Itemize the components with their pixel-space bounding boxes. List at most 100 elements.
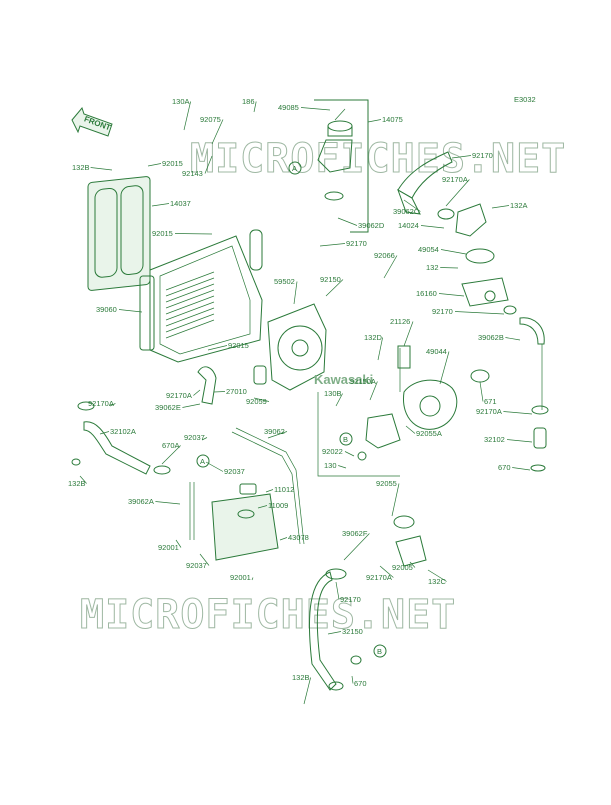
leader-line — [99, 431, 110, 435]
leader-line — [403, 321, 414, 347]
part-number-label: 39062F — [342, 529, 368, 538]
svg-text:A: A — [292, 164, 297, 173]
leader-line — [369, 381, 378, 401]
leader-line — [303, 677, 311, 705]
svg-text:B: B — [377, 647, 382, 656]
part-number-label: 39062B — [478, 333, 504, 342]
callout-a-2: A — [196, 454, 210, 468]
part-number-label: 92170A — [366, 573, 392, 582]
part-number-label: 16160 — [416, 289, 437, 298]
leader-line — [405, 425, 416, 434]
leader-line — [512, 467, 531, 471]
part-number-label: 39062C — [393, 207, 420, 216]
leader-line — [90, 167, 113, 171]
part-number-label: 49054 — [418, 245, 439, 254]
part-number-label: 92170A — [442, 175, 468, 184]
leader-line — [151, 203, 170, 207]
leader-line — [506, 439, 533, 443]
leader-line — [204, 155, 213, 174]
part-number-label: 670 — [498, 463, 511, 472]
part-number-label: 59502 — [274, 277, 295, 286]
leader-line — [155, 501, 181, 505]
part-number-label: 92037 — [186, 561, 207, 570]
leader-line — [183, 101, 191, 131]
radiator — [139, 229, 263, 363]
part-number-label: 21126 — [390, 317, 410, 326]
part-number-label: 92059 — [246, 397, 267, 406]
part-number-label: 92001 — [158, 543, 179, 552]
leader-line — [439, 351, 450, 385]
fin-line — [165, 271, 215, 291]
callout-b-1: B — [339, 432, 353, 446]
leader-line — [391, 483, 400, 517]
leader-line — [211, 119, 224, 145]
front-arrow-icon: FRONT — [71, 106, 113, 137]
leader-line — [440, 267, 459, 269]
callout-b-2: B — [373, 644, 387, 658]
part-number-label: 39062 — [264, 427, 285, 436]
leader-line — [335, 581, 340, 600]
leader-line — [445, 179, 470, 207]
part-number-label: 14037 — [170, 199, 191, 208]
watermark-bottom: MICROFICHES.NET — [80, 592, 456, 638]
part-number-label: 39062E — [155, 403, 181, 412]
part-number-label: 92170A — [166, 391, 192, 400]
part-number-label: 132B — [72, 163, 90, 172]
part-number-label: 11012 — [274, 485, 294, 494]
part-number-label: 186 — [242, 97, 255, 106]
leader-line — [79, 475, 87, 484]
leader-line — [253, 101, 257, 113]
leader-line — [251, 577, 254, 581]
part-number-label: 132B — [292, 673, 310, 682]
leader-line — [383, 255, 398, 279]
part-number-label: 132 — [426, 263, 439, 272]
part-number-label: 92037 — [224, 467, 245, 476]
leader-line — [199, 553, 210, 566]
watermark-top: MICROFICHES.NET — [190, 136, 566, 182]
leader-line — [253, 397, 270, 402]
part-number-label: 92143 — [182, 169, 203, 178]
fin-line — [165, 289, 215, 309]
leader-line — [265, 489, 274, 493]
leader-line — [505, 337, 521, 341]
leader-line — [175, 539, 182, 548]
thermostat-housing — [437, 203, 517, 315]
pipe-32102a — [83, 421, 151, 475]
hose-39062b — [519, 317, 545, 345]
leader-line — [343, 533, 370, 561]
part-number-label: 92055A — [416, 429, 442, 438]
part-number-label: 130B — [324, 389, 342, 398]
leader-line — [327, 631, 342, 635]
part-number-label: 130 — [324, 461, 337, 470]
leader-line — [213, 391, 226, 393]
part-number-label: 27010 — [226, 387, 247, 396]
leader-line — [293, 281, 298, 305]
pipe-32102 — [533, 427, 547, 449]
leader-line — [338, 465, 347, 469]
part-number-label: 92075 — [200, 115, 221, 124]
leader-line — [161, 445, 181, 465]
fin-line — [165, 283, 215, 303]
part-number-label: 92005 — [392, 563, 413, 572]
part-number-label: 39060 — [96, 305, 117, 314]
hose-39062c — [397, 151, 453, 199]
part-number-label: 132B — [68, 479, 86, 488]
part-number-label: 132C — [428, 577, 447, 586]
part-number-label: 39062D — [358, 221, 385, 230]
fin-line — [165, 295, 215, 315]
radiator-shroud — [87, 176, 151, 291]
part-number-label: 32102A — [110, 427, 136, 436]
part-number-label: 92055 — [376, 479, 397, 488]
leader-line — [427, 569, 447, 582]
fin-line — [165, 307, 215, 327]
leader-line — [300, 107, 331, 111]
part-number-label: 92015 — [162, 159, 183, 168]
leader-line — [377, 337, 383, 361]
leader-line — [438, 293, 465, 297]
overflow-tube — [231, 431, 301, 545]
part-number-label: 92150 — [320, 275, 341, 284]
part-number-label: 92170 — [472, 151, 493, 160]
leader-line — [367, 119, 382, 123]
fin-line — [165, 313, 215, 333]
